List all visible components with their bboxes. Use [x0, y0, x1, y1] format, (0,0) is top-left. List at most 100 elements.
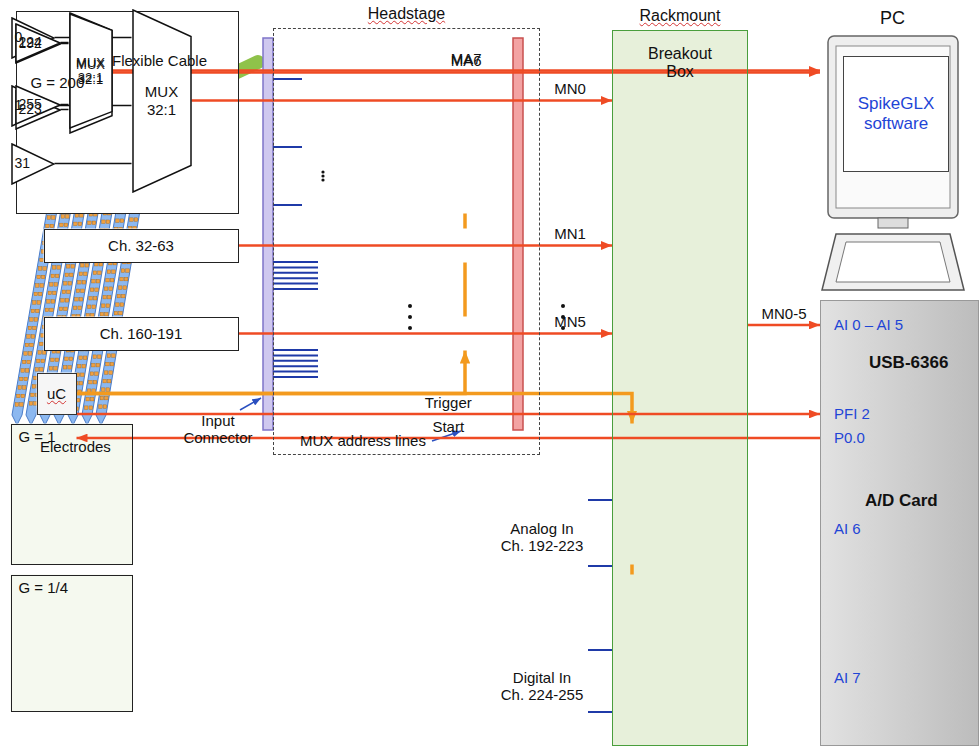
- electrode-site: [116, 303, 120, 307]
- electrode-site: [87, 305, 91, 309]
- electrode-site: [107, 354, 111, 358]
- electrode-site: [41, 275, 45, 279]
- electrode-site: [92, 305, 96, 309]
- electrode-site: [86, 397, 90, 401]
- electrode-site: [106, 278, 110, 282]
- electrode-site: [33, 301, 37, 305]
- electrode-site: [50, 224, 54, 228]
- dot: [321, 174, 324, 177]
- electrode-site: [51, 300, 55, 304]
- electrode-site: [93, 380, 97, 384]
- annotation: Input Connector: [180, 412, 256, 447]
- electrode-site: [53, 291, 57, 295]
- electrode-site: [43, 267, 47, 271]
- electrode-site: [35, 368, 39, 372]
- electrode-site: [32, 385, 36, 389]
- input-wire: [273, 78, 302, 80]
- electrode-site: [110, 278, 114, 282]
- electrode-site: [52, 266, 56, 270]
- electrode-site: [85, 264, 89, 268]
- electrode-site: [93, 355, 97, 359]
- electrode-site: [28, 326, 32, 330]
- box-fill: [843, 56, 949, 172]
- electrode-site: [33, 326, 37, 330]
- keyboard-keys: [836, 242, 950, 282]
- electrode-site: [21, 369, 25, 373]
- signal-label: Start: [432, 418, 464, 435]
- input-wire: [273, 365, 318, 367]
- electrode-site: [78, 281, 82, 285]
- input-wires: [273, 79, 640, 712]
- electrode-site: [78, 222, 82, 226]
- electrode-site: [119, 311, 123, 315]
- wire: [61, 42, 69, 44]
- electrode-site: [93, 271, 97, 275]
- electrode-site: [76, 373, 80, 377]
- headstage-region: Headstage: [273, 28, 540, 455]
- electrode-site: [66, 215, 70, 219]
- electrode-site: [68, 366, 72, 370]
- electrode-site: [81, 289, 85, 293]
- address-line: [77, 351, 466, 394]
- amplifier-outline: [16, 25, 60, 63]
- channel-number: 31: [15, 155, 31, 171]
- electrode-shank: [40, 191, 88, 425]
- electrode-site: [107, 295, 111, 299]
- electrode-site: [106, 388, 110, 392]
- electrode-site: [93, 296, 97, 300]
- electrode-site: [55, 274, 59, 278]
- electrode-site: [77, 364, 81, 368]
- electrode-site: [27, 360, 31, 364]
- pin-name: PFI 2: [834, 405, 870, 422]
- electrode-site: [36, 309, 40, 313]
- electrode-site: [34, 292, 38, 296]
- electrode-site: [76, 398, 80, 402]
- electrode-site: [69, 357, 73, 361]
- input-wire: [273, 261, 318, 263]
- input-wire: [273, 360, 318, 362]
- electrode-site: [90, 397, 94, 401]
- electrode-site: [74, 222, 78, 226]
- electrode-site: [64, 307, 68, 311]
- annotation: Digital In Ch. 224-255: [500, 669, 584, 704]
- electrode-site: [47, 300, 51, 304]
- input-connector: [263, 38, 273, 430]
- electrode-site: [64, 223, 68, 227]
- electrode-site: [117, 294, 121, 298]
- output-connector: [513, 38, 523, 430]
- signal-label: MN5: [554, 313, 586, 330]
- box-label: SpikeGLX software: [850, 94, 942, 133]
- amplifier-bank: G = 1/4: [11, 575, 133, 712]
- electrode-site: [98, 271, 102, 275]
- electrode-site: [96, 279, 100, 283]
- electrode-site: [61, 299, 65, 303]
- electrode-site: [88, 221, 92, 225]
- electrode-site: [107, 270, 111, 274]
- electrode-site: [21, 394, 25, 398]
- signal-arrow: [239, 244, 613, 247]
- electrode-site: [54, 283, 58, 287]
- input-wire: [273, 272, 318, 274]
- electrode-site: [82, 281, 86, 285]
- electrode-site: [92, 279, 96, 283]
- electrode-shank: [96, 186, 144, 425]
- electrode-site: [30, 318, 34, 322]
- address-line: [463, 263, 467, 317]
- electrode-site: [106, 304, 110, 308]
- electrode-site: [55, 358, 59, 362]
- box-fill: [44, 317, 239, 351]
- channel-bank: Ch. 160-191: [44, 317, 239, 351]
- electrode-site: [51, 274, 55, 278]
- electrode-site: [89, 296, 93, 300]
- amplifier-outline: [16, 24, 60, 62]
- signal-arrow: [748, 324, 820, 327]
- signal-label: MN0-5: [761, 305, 806, 322]
- electrode-site: [25, 369, 29, 373]
- monitor-screen: [836, 46, 950, 208]
- mux-outline: [70, 14, 112, 128]
- electrode-site: [49, 367, 53, 371]
- electrode-site: [50, 308, 54, 312]
- electrode-site: [38, 267, 42, 271]
- electrode-site: [96, 363, 100, 367]
- dot: [321, 170, 324, 173]
